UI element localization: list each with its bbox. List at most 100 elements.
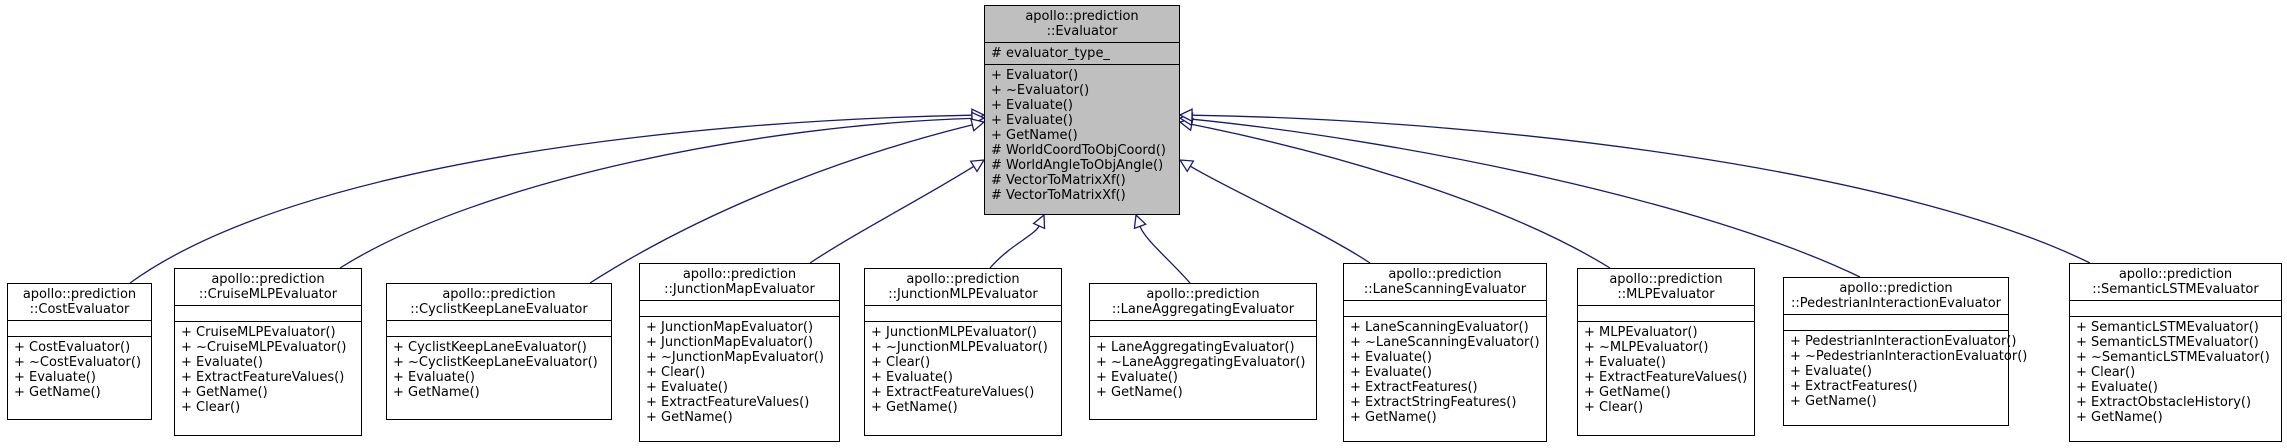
attributes-section	[640, 300, 839, 316]
inheritance-edge	[809, 165, 975, 264]
method-item: + LaneAggregatingEvaluator()	[1096, 340, 1295, 355]
method-item: + Evaluate()	[181, 355, 263, 370]
method-item: + GetName()	[1584, 385, 1671, 400]
class-title: apollo::prediction ::CyclistKeepLaneEval…	[387, 284, 611, 320]
method-item: + Evaluate()	[1350, 365, 1432, 380]
methods-section: + SemanticLSTMEvaluator() + SemanticLSTM…	[2070, 316, 2281, 428]
junction-mlp-evaluator-class-node[interactable]: apollo::prediction ::JunctionMLPEvaluato…	[864, 268, 1062, 436]
class-namespace: apollo::prediction	[22, 287, 137, 302]
method-item: + Evaluate()	[14, 370, 96, 385]
method-item: + Evaluate()	[393, 370, 475, 385]
method-item: + ~CostEvaluator()	[14, 355, 142, 370]
lane-aggregating-evaluator-class-node[interactable]: apollo::prediction ::LaneAggregatingEval…	[1089, 283, 1317, 420]
method-item: # WorldCoordToObjCoord()	[991, 143, 1166, 158]
method-item: + Evaluate()	[991, 113, 1073, 128]
inheritance-edge	[989, 225, 1040, 269]
cruise-mlp-evaluator-class-node[interactable]: apollo::prediction ::CruiseMLPEvaluator …	[174, 268, 362, 436]
method-item: + ExtractStringFeatures()	[1350, 395, 1517, 410]
methods-section: + PedestrianInteractionEvaluator() + ~Pe…	[1784, 330, 2027, 412]
class-name: ::MLPEvaluator	[1617, 287, 1715, 302]
method-item: + ~CruiseMLPEvaluator()	[181, 340, 347, 355]
class-namespace: apollo::prediction	[906, 272, 1020, 287]
class-name: ::CostEvaluator	[29, 302, 130, 317]
method-item: + Evaluate()	[871, 370, 953, 385]
evaluator-base-class-node[interactable]: apollo::prediction ::Evaluator # evaluat…	[984, 5, 1180, 215]
class-name: ::JunctionMLPEvaluator	[888, 287, 1038, 302]
inheritance-edge	[589, 124, 973, 284]
class-title: apollo::prediction ::LaneScanningEvaluat…	[1344, 264, 1546, 300]
method-item: + ~JunctionMapEvaluator()	[646, 350, 824, 365]
method-item: + Clear()	[1584, 400, 1644, 415]
method-item: + GetName()	[1096, 385, 1183, 400]
inheritance-arrowhead	[1178, 108, 1193, 123]
method-item: + ExtractFeatureValues()	[1584, 370, 1748, 385]
attributes-section	[865, 305, 1061, 321]
method-item: + Evaluate()	[1096, 370, 1178, 385]
class-namespace: apollo::prediction	[1388, 267, 1502, 282]
inheritance-edge	[1191, 123, 1611, 269]
cyclist-keep-lane-evaluator-class-node[interactable]: apollo::prediction ::CyclistKeepLaneEval…	[386, 283, 612, 420]
methods-section: + MLPEvaluator() + ~MLPEvaluator() + Eva…	[1578, 321, 1754, 418]
junction-map-evaluator-class-node[interactable]: apollo::prediction ::JunctionMapEvaluato…	[639, 263, 840, 442]
method-item: + Evaluate()	[1584, 355, 1666, 370]
method-item: + CostEvaluator()	[14, 340, 131, 355]
method-item: + ~Evaluator()	[991, 83, 1090, 98]
inheritance-arrowhead	[1178, 159, 1195, 173]
pedestrian-interaction-evaluator-class-node[interactable]: apollo::prediction ::PedestrianInteracti…	[1783, 277, 2027, 426]
method-item: + GetName()	[646, 410, 733, 425]
method-item: + CyclistKeepLaneEvaluator()	[393, 340, 587, 355]
method-item: + GetName()	[991, 128, 1078, 143]
class-namespace: apollo::prediction	[1146, 287, 1260, 302]
method-item: + GetName()	[1350, 410, 1437, 425]
method-item: + GetName()	[871, 400, 958, 415]
method-item: + ExtractFeatureValues()	[181, 370, 345, 385]
inheritance-arrowhead	[1032, 213, 1046, 230]
semantic-lstm-evaluator-class-node[interactable]: apollo::prediction ::SemanticLSTMEvaluat…	[2069, 263, 2282, 442]
inheritance-edge	[339, 117, 973, 269]
inheritance-edge	[1139, 226, 1191, 284]
method-item: + ~LaneAggregatingEvaluator()	[1096, 355, 1306, 370]
class-name: ::PedestrianInteractionEvaluator	[1790, 296, 2002, 311]
method-item: # VectorToMatrixXf()	[991, 188, 1126, 203]
method-item: + ~LaneScanningEvaluator()	[1350, 335, 1540, 350]
class-title: apollo::prediction ::SemanticLSTMEvaluat…	[2070, 264, 2281, 300]
inheritance-edge	[1191, 118, 1861, 278]
method-item: + Evaluate()	[991, 98, 1073, 113]
class-name: ::LaneScanningEvaluator	[1363, 282, 1527, 297]
method-item: # VectorToMatrixXf()	[991, 173, 1126, 188]
class-title: apollo::prediction ::LaneAggregatingEval…	[1090, 284, 1316, 320]
methods-section: + CruiseMLPEvaluator() + ~CruiseMLPEvalu…	[175, 321, 361, 418]
method-item: + Evaluate()	[646, 380, 728, 395]
method-item: + ~SemanticLSTMEvaluator()	[2076, 350, 2270, 365]
methods-section: + JunctionMapEvaluator() + JunctionMapEv…	[640, 316, 839, 428]
method-item: # WorldAngleToObjAngle()	[991, 158, 1164, 173]
cost-evaluator-class-node[interactable]: apollo::prediction ::CostEvaluator + Cos…	[7, 283, 152, 420]
attributes-section	[1344, 300, 1546, 316]
attributes-section	[8, 320, 151, 336]
method-item: + JunctionMapEvaluator()	[646, 335, 814, 350]
method-item: + LaneScanningEvaluator()	[1350, 320, 1529, 335]
attributes-section: # evaluator_type_	[985, 42, 1179, 64]
class-title: apollo::prediction ::CostEvaluator	[8, 284, 151, 320]
method-item: + Clear()	[871, 355, 931, 370]
class-namespace: apollo::prediction	[211, 272, 325, 287]
attributes-section	[2070, 300, 2281, 316]
method-item: + ExtractFeatures()	[1350, 380, 1478, 395]
method-item: + Clear()	[2076, 365, 2136, 380]
attribute-item: # evaluator_type_	[991, 46, 1110, 61]
inheritance-arrowhead	[969, 159, 986, 173]
class-name: ::Evaluator	[1046, 24, 1118, 39]
methods-section: + CyclistKeepLaneEvaluator() + ~CyclistK…	[387, 336, 611, 403]
attributes-section	[1090, 320, 1316, 336]
method-item: + Clear()	[646, 365, 706, 380]
mlp-evaluator-class-node[interactable]: apollo::prediction ::MLPEvaluator + MLPE…	[1577, 268, 1755, 436]
attributes-section	[1578, 305, 1754, 321]
method-item: + MLPEvaluator()	[1584, 325, 1698, 340]
method-item: + JunctionMapEvaluator()	[646, 320, 814, 335]
class-namespace: apollo::prediction	[1025, 9, 1139, 24]
method-item: + ExtractFeatures()	[1790, 379, 1918, 394]
method-item: + PedestrianInteractionEvaluator()	[1790, 334, 2017, 349]
lane-scanning-evaluator-class-node[interactable]: apollo::prediction ::LaneScanningEvaluat…	[1343, 263, 1547, 442]
method-item: + GetName()	[1790, 394, 1877, 409]
